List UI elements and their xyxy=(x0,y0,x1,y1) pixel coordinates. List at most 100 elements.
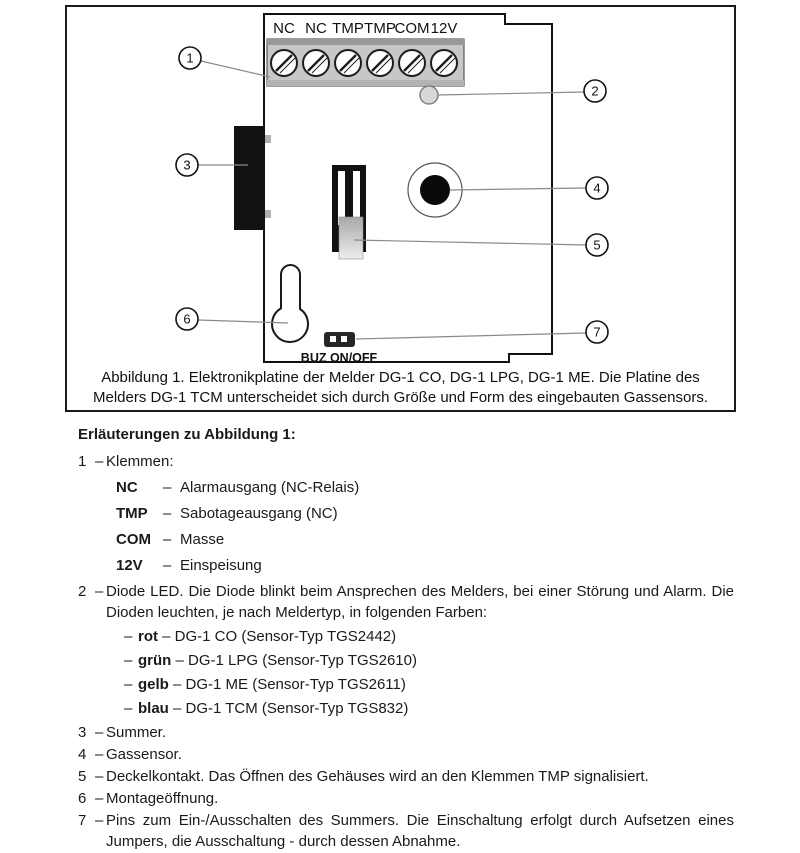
gas-sensor xyxy=(407,162,463,218)
list-item-5: 5 – Deckelkontakt. Das Öffnen des Gehäus… xyxy=(78,766,734,787)
item-dash: – xyxy=(95,583,104,600)
item-number: 5 xyxy=(78,768,87,785)
color-text: rot – DG-1 CO (Sensor-Typ TGS2442) xyxy=(138,626,734,647)
terminal-desc: Masse xyxy=(180,531,225,548)
explanations-heading: Erläuterungen zu Abbildung 1: xyxy=(78,426,296,443)
color-dash: – xyxy=(124,676,133,693)
buzzer-jumper-pins xyxy=(324,332,355,347)
terminal-def-com: COM – Masse xyxy=(116,529,734,550)
callout-3: 3 xyxy=(175,153,199,177)
terminal-label-tmp2: TMP xyxy=(364,20,396,37)
terminal-dash: – xyxy=(163,557,172,574)
list-item-3: 3 – Summer. xyxy=(78,722,734,743)
terminal-name: COM xyxy=(116,531,151,548)
terminal-label-12v: 12V xyxy=(431,20,458,37)
color-name: blau xyxy=(138,700,169,717)
terminal-dash: – xyxy=(163,531,172,548)
terminal-name: TMP xyxy=(116,505,148,522)
item-text: Pins zum Ein-/Ausschalten des Summers. D… xyxy=(106,812,734,850)
item-dash: – xyxy=(95,812,104,829)
led-indicator xyxy=(419,85,439,105)
item-number: 4 xyxy=(78,746,87,763)
item-dash: – xyxy=(95,790,104,807)
item-text: Summer. xyxy=(106,724,167,741)
terminal-def-tmp: TMP – Sabotageausgang (NC) xyxy=(116,503,734,524)
buzzer xyxy=(234,126,265,230)
terminal-dash: – xyxy=(163,479,172,496)
item-number: 7 xyxy=(78,812,87,829)
figure-caption-line1: Abbildung 1. Elektronikplatine der Melde… xyxy=(101,369,700,386)
figure-caption: Abbildung 1. Elektronikplatine der Melde… xyxy=(73,368,728,408)
callout-6: 6 xyxy=(175,307,199,331)
terminal-label-nc1: NC xyxy=(273,20,295,37)
color-dash: – xyxy=(124,700,133,717)
callout-1: 1 xyxy=(178,46,202,70)
color-rest: – DG-1 LPG (Sensor-Typ TGS2610) xyxy=(171,652,417,669)
color-text: grün – DG-1 LPG (Sensor-Typ TGS2610) xyxy=(138,650,734,671)
list-item-7: 7 – Pins zum Ein-/Ausschalten des Summer… xyxy=(78,810,734,852)
svg-text:2: 2 xyxy=(591,84,598,99)
explanations-section: Erläuterungen zu Abbildung 1: 1 – Klemme… xyxy=(78,424,734,853)
color-rest: – DG-1 TCM (Sensor-Typ TGS832) xyxy=(168,700,409,717)
color-dash: – xyxy=(124,652,133,669)
item-dash: – xyxy=(95,746,104,763)
terminal-desc: Einspeisung xyxy=(180,557,262,574)
list-item-4: 4 – Gassensor. xyxy=(78,744,734,765)
figure-1-frame: NC NC TMP TMP COM 12V BUZ ON xyxy=(65,5,736,412)
color-text: blau – DG-1 TCM (Sensor-Typ TGS832) xyxy=(138,698,734,719)
item-number: 3 xyxy=(78,724,87,741)
terminal-label-nc2: NC xyxy=(305,20,327,37)
svg-text:4: 4 xyxy=(593,181,600,196)
terminal-dash: – xyxy=(163,505,172,522)
list-item-1: 1 – Klemmen: xyxy=(78,451,734,472)
led-color-blau: – blau – DG-1 TCM (Sensor-Typ TGS832) xyxy=(124,698,734,719)
item-dash: – xyxy=(95,724,104,741)
tamper-contact xyxy=(332,165,366,260)
item-text: Gassensor. xyxy=(106,746,182,763)
color-name: grün xyxy=(138,652,172,669)
terminal-screws xyxy=(270,49,458,77)
led-color-rot: – rot – DG-1 CO (Sensor-Typ TGS2442) xyxy=(124,626,734,647)
color-dash: – xyxy=(124,628,133,645)
terminal-block xyxy=(266,38,465,87)
terminal-name: NC xyxy=(116,479,138,496)
callout-lines xyxy=(197,60,587,340)
color-text: gelb – DG-1 ME (Sensor-Typ TGS2611) xyxy=(138,674,734,695)
terminal-name: 12V xyxy=(116,557,143,574)
terminal-label-com: COM xyxy=(395,20,430,37)
callout-markers: 1 2 3 4 5 6 7 xyxy=(175,46,609,344)
color-name: rot xyxy=(138,628,158,645)
svg-text:1: 1 xyxy=(186,51,193,66)
terminal-label-tmp1: TMP xyxy=(332,20,364,37)
item-number: 1 xyxy=(78,453,87,470)
jumper-label: BUZ ON/OFF xyxy=(301,351,378,365)
item-text: Deckelkontakt. Das Öffnen des Gehäuses w… xyxy=(106,768,649,785)
item-dash: – xyxy=(95,768,104,785)
callout-2: 2 xyxy=(583,79,607,103)
color-rest: – DG-1 CO (Sensor-Typ TGS2442) xyxy=(158,628,397,645)
item-number: 2 xyxy=(78,583,87,600)
item-text: Diode LED. Die Diode blinkt beim Ansprec… xyxy=(106,583,734,621)
terminal-def-nc: NC – Alarmausgang (NC-Relais) xyxy=(116,477,734,498)
color-rest: – DG-1 ME (Sensor-Typ TGS2611) xyxy=(168,676,406,693)
terminal-def-12v: 12V – Einspeisung xyxy=(116,555,734,576)
svg-text:3: 3 xyxy=(183,158,190,173)
list-item-6: 6 – Montageöffnung. xyxy=(78,788,734,809)
circuit-board-diagram: NC NC TMP TMP COM 12V BUZ ON xyxy=(175,13,609,365)
item-text: Montageöffnung. xyxy=(106,790,219,807)
figure-caption-line2: Melders DG-1 TCM unterscheidet sich durc… xyxy=(93,389,708,406)
item-text: Klemmen: xyxy=(106,453,174,470)
item-number: 6 xyxy=(78,790,87,807)
color-name: gelb xyxy=(138,676,169,693)
svg-text:7: 7 xyxy=(593,325,600,340)
list-item-2: 2 – Diode LED. Die Diode blinkt beim Ans… xyxy=(78,581,734,623)
callout-4: 4 xyxy=(585,176,609,200)
terminal-desc: Sabotageausgang (NC) xyxy=(180,505,338,522)
callout-5: 5 xyxy=(585,233,609,257)
item-dash: – xyxy=(95,453,104,470)
svg-text:5: 5 xyxy=(593,238,600,253)
led-color-gruen: – grün – DG-1 LPG (Sensor-Typ TGS2610) xyxy=(124,650,734,671)
terminal-desc: Alarmausgang (NC-Relais) xyxy=(180,479,360,496)
terminal-labels: NC NC TMP TMP COM 12V xyxy=(273,20,457,37)
svg-text:6: 6 xyxy=(183,312,190,327)
